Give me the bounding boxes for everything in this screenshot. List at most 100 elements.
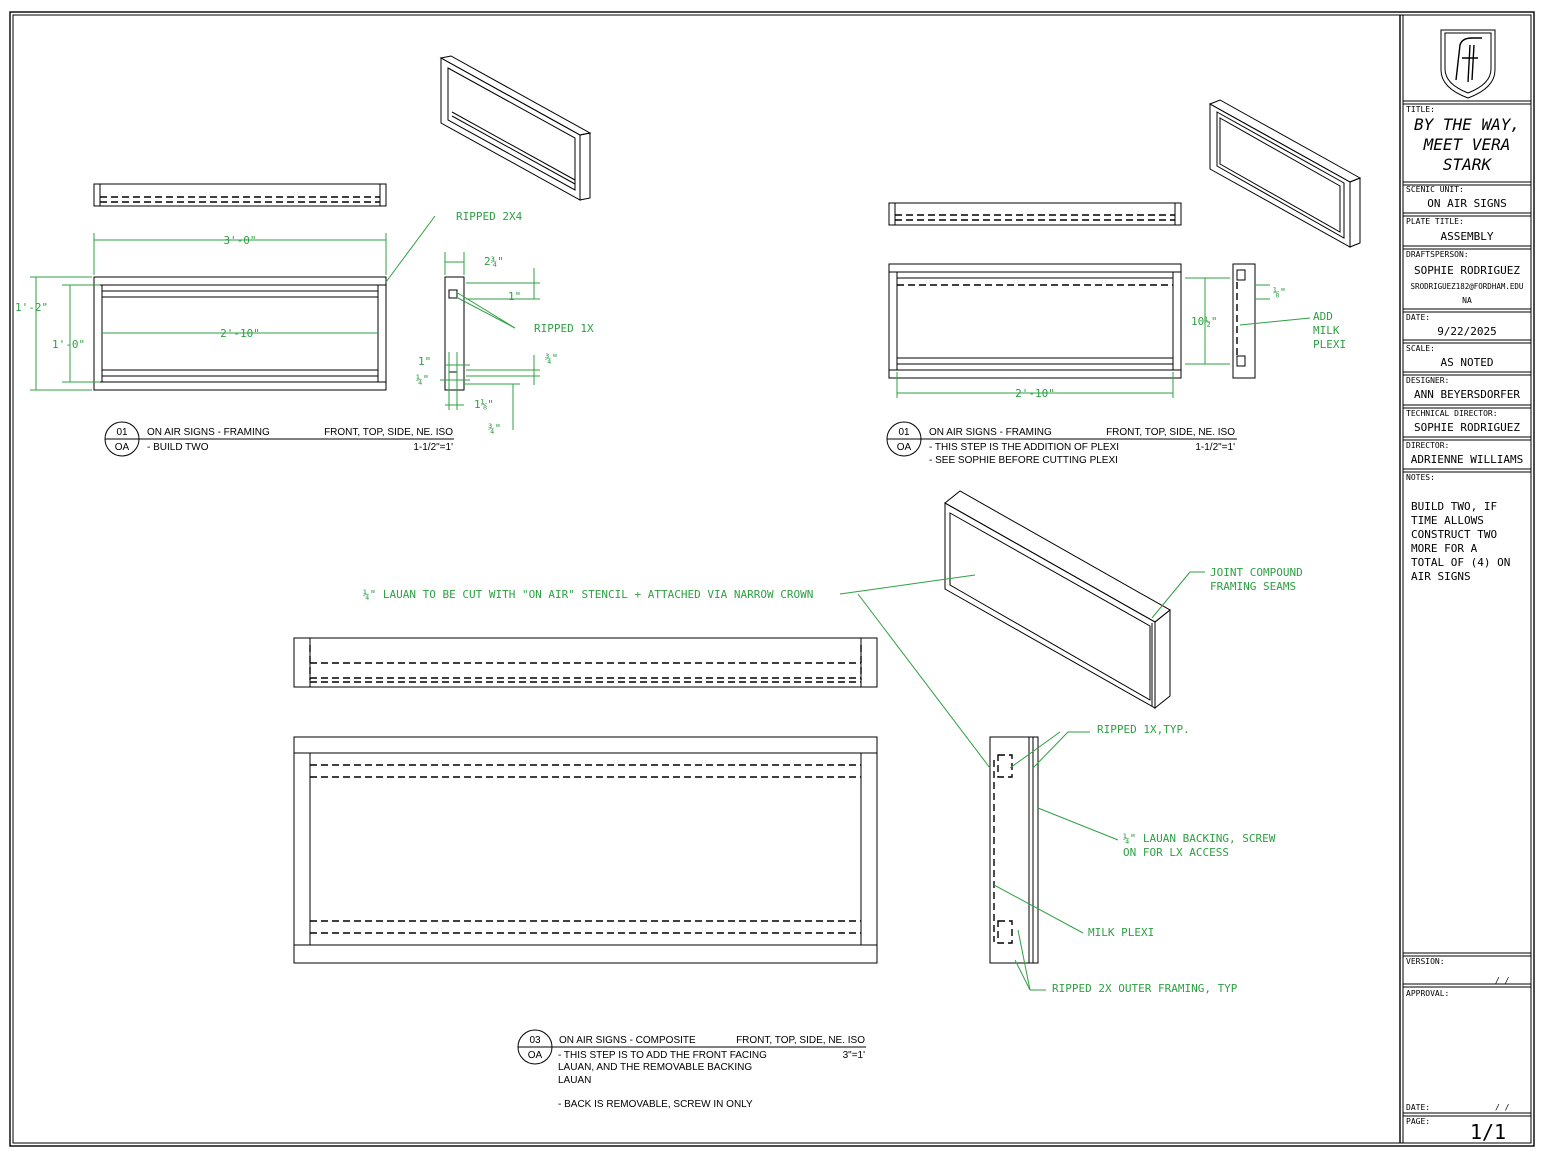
key-views: FRONT, TOP, SIDE, NE. ISO <box>324 427 453 438</box>
key-number: 01 <box>116 427 128 438</box>
key-note-1: - BUILD TWO <box>147 442 209 453</box>
dim-height-inner: 1'-0" <box>52 338 85 351</box>
key-note-5: - BACK IS REMOVABLE, SCREW IN ONLY <box>558 1099 753 1110</box>
notes-line-3: CONSTRUCT TWO <box>1411 528 1497 541</box>
key-title: ON AIR SIGNS - FRAMING <box>147 427 270 438</box>
callout-lauan-stencil: ¼" LAUAN TO BE CUT WITH "ON AIR" STENCIL… <box>363 588 813 601</box>
callout-outer-framing: RIPPED 2X OUTER FRAMING, TYP <box>1052 982 1238 995</box>
view3-front-view <box>293 736 878 964</box>
date-label: DATE: <box>1406 313 1430 322</box>
view1-top-view <box>93 183 387 207</box>
view1-side-view <box>444 276 465 391</box>
key-number: 03 <box>529 1035 541 1046</box>
key-note-1: - THIS STEP IS TO ADD THE FRONT FACING <box>558 1050 767 1061</box>
dim-side-right-a: ¾" <box>545 352 558 365</box>
callout-backing-line-2: ON FOR LX ACCESS <box>1123 846 1229 859</box>
draftsperson-email: SRODRIGUEZ182@FORDHAM.EDU <box>1411 282 1524 291</box>
notes-line-4: MORE FOR A <box>1411 542 1478 555</box>
dim-width-inner: 2'-10" <box>220 327 260 340</box>
scale-value: AS NOTED <box>1441 356 1494 369</box>
view3-drawing-key: 03 OA ON AIR SIGNS - COMPOSITE FRONT, TO… <box>517 1029 866 1110</box>
dim-height-overall: 1'-2" <box>15 301 48 314</box>
dim-width-inner: 2'-10" <box>1015 387 1055 400</box>
dim-side-top-width: 2¾" <box>484 255 504 268</box>
key-code: OA <box>115 442 130 453</box>
scenic-unit-label: SCENIC UNIT: <box>1406 185 1464 194</box>
callout-add-line-2: MILK <box>1313 324 1340 337</box>
dim-side-top-depth: 1" <box>508 290 521 303</box>
dim-height: 10½" <box>1191 315 1218 328</box>
sheet-inner-border <box>12 14 1532 1144</box>
technical-director-value: SOPHIE RODRIGUEZ <box>1414 421 1520 434</box>
date-value: 9/22/2025 <box>1437 325 1497 338</box>
view2-iso-frame <box>1208 99 1362 248</box>
dim-side-bottom-b: ¼" <box>416 373 429 386</box>
key-note-2: - SEE SOPHIE BEFORE CUTTING PLEXI <box>929 455 1118 466</box>
view1-framing: 3'-0" 2'-10" 1'-2" 1'-0" RIPPED 2X4 2¾" … <box>15 55 594 457</box>
plate-title-value: ASSEMBLY <box>1441 230 1494 243</box>
dim-side-bottom-a: 1" <box>418 355 431 368</box>
show-title-line-1: BY THE WAY, <box>1414 115 1520 134</box>
technical-director-label: TECHNICAL DIRECTOR: <box>1406 409 1498 418</box>
key-scale: 1-1/2"=1' <box>413 442 453 453</box>
key-note-1: - THIS STEP IS THE ADDITION OF PLEXI <box>929 442 1119 453</box>
approval-date: / / <box>1495 1103 1510 1112</box>
view2-side-view <box>1232 263 1256 379</box>
view2-plexi: 2'-10" 10½" ⅛" ADD MILK PLEXI 01 OA ON A… <box>886 99 1362 466</box>
notes-line-6: AIR SIGNS <box>1411 570 1471 583</box>
key-views: FRONT, TOP, SIDE, NE. ISO <box>736 1035 865 1046</box>
scale-label: SCALE: <box>1406 344 1435 353</box>
version-label: VERSION: <box>1406 957 1445 966</box>
fordham-shield-logo <box>1440 29 1496 99</box>
dim-plexi-thickness: ⅛" <box>1273 286 1286 299</box>
key-number: 01 <box>898 427 910 438</box>
callout-add-line-1: ADD <box>1313 310 1333 323</box>
view3-iso-frame <box>944 490 1171 710</box>
draftsperson-label: DRAFTSPERSON: <box>1406 250 1469 259</box>
approval-label: APPROVAL: <box>1406 989 1449 998</box>
director-label: DIRECTOR: <box>1406 441 1449 450</box>
view1-drawing-key: 01 OA ON AIR SIGNS - FRAMING FRONT, TOP,… <box>104 421 454 457</box>
view1-iso-frame <box>439 55 592 201</box>
view3-side-view <box>989 736 1039 964</box>
key-views: FRONT, TOP, SIDE, NE. ISO <box>1106 427 1235 438</box>
view3-top-view <box>293 637 878 688</box>
page-number: 1/1 <box>1470 1120 1506 1144</box>
callout-ripped-1x: RIPPED 1X <box>534 322 594 335</box>
notes-label: NOTES: <box>1406 473 1435 482</box>
key-note-2: LAUAN, AND THE REMOVABLE BACKING <box>558 1062 752 1073</box>
callout-ripped-2x4: RIPPED 2X4 <box>456 210 523 223</box>
key-code: OA <box>897 442 912 453</box>
draftsperson-phone: NA <box>1462 296 1472 305</box>
key-title: ON AIR SIGNS - COMPOSITE <box>559 1035 696 1046</box>
designer-value: ANN BEYERSDORFER <box>1414 388 1520 401</box>
sheet-border <box>9 11 1535 1147</box>
scenic-unit-value: ON AIR SIGNS <box>1427 197 1506 210</box>
dim-side-right-b: ¾" <box>488 422 501 435</box>
callout-add-line-3: PLEXI <box>1313 338 1346 351</box>
notes-line-1: BUILD TWO, IF <box>1411 500 1497 513</box>
show-title-line-2: MEET VERA <box>1423 135 1511 154</box>
notes-line-2: TIME ALLOWS <box>1411 514 1484 527</box>
callout-joint-line-1: JOINT COMPOUND <box>1210 566 1303 579</box>
key-scale: 1-1/2"=1' <box>1195 442 1235 453</box>
version-date: / / <box>1495 976 1510 985</box>
key-code: OA <box>528 1050 543 1061</box>
callout-ripped-1x-typ: RIPPED 1X,TYP. <box>1097 723 1190 736</box>
dim-width-overall: 3'-0" <box>223 234 256 247</box>
key-scale: 3"=1' <box>843 1050 866 1061</box>
key-note-3: LAUAN <box>558 1075 591 1086</box>
director-value: ADRIENNE WILLIAMS <box>1411 453 1524 466</box>
callout-milk-plexi: MILK PLEXI <box>1088 926 1154 939</box>
callout-joint-line-2: FRAMING SEAMS <box>1210 580 1296 593</box>
view2-drawing-key: 01 OA ON AIR SIGNS - FRAMING FRONT, TOP,… <box>886 421 1237 466</box>
callout-backing-line-1: ¼" LAUAN BACKING, SCREW <box>1123 832 1276 845</box>
draftsperson-value: SOPHIE RODRIGUEZ <box>1414 264 1520 277</box>
dim-side-bottom-c: 1⅛" <box>474 398 494 411</box>
key-title: ON AIR SIGNS - FRAMING <box>929 427 1052 438</box>
title-label: TITLE: <box>1406 105 1435 114</box>
plate-title-label: PLATE TITLE: <box>1406 217 1464 226</box>
page-label: PAGE: <box>1406 1117 1430 1126</box>
title-block: TITLE: BY THE WAY, MEET VERA STARK SCENI… <box>1399 15 1531 1144</box>
